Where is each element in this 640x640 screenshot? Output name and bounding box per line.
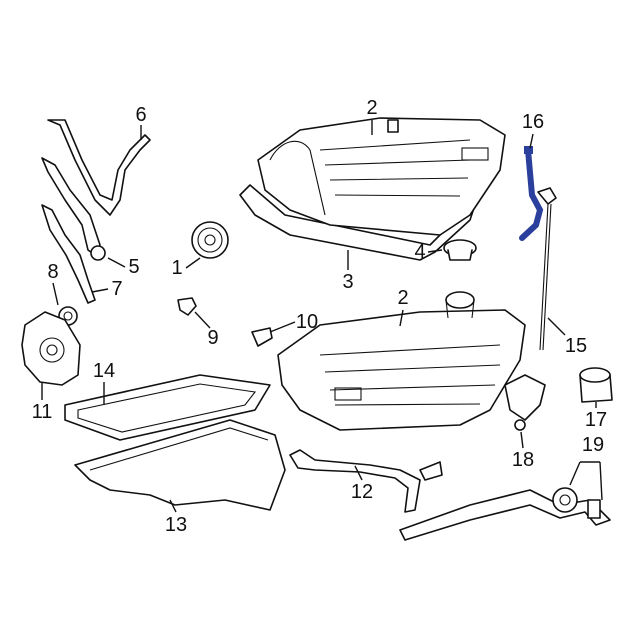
callout-17: 17 bbox=[584, 409, 608, 431]
callout-6: 6 bbox=[135, 104, 147, 126]
part-valve-cover-lower[interactable] bbox=[277, 291, 526, 431]
callout-2-upper: 2 bbox=[366, 97, 378, 119]
part-dipstick[interactable] bbox=[537, 187, 557, 351]
part-oil-cap[interactable] bbox=[443, 239, 477, 261]
callout-7: 7 bbox=[111, 278, 123, 300]
callout-13: 13 bbox=[164, 514, 188, 536]
leader-lines bbox=[41, 120, 603, 513]
callout-1: 1 bbox=[171, 257, 183, 279]
callout-19: 19 bbox=[581, 434, 605, 456]
part-sensor-10[interactable] bbox=[251, 327, 273, 347]
callout-11: 11 bbox=[31, 401, 53, 423]
part-oil-pickup-tube[interactable] bbox=[289, 449, 443, 513]
part-valve-cover-upper[interactable] bbox=[239, 117, 506, 261]
callout-10: 10 bbox=[295, 311, 319, 333]
part-oil-filter-adapter[interactable] bbox=[504, 374, 546, 431]
callout-14: 14 bbox=[92, 360, 116, 382]
part-sensor-9[interactable] bbox=[177, 297, 197, 316]
callout-9: 9 bbox=[207, 327, 219, 349]
callout-16: 16 bbox=[521, 111, 545, 133]
callout-15: 15 bbox=[564, 335, 588, 357]
callout-5: 5 bbox=[128, 256, 140, 278]
part-oil-pan[interactable] bbox=[74, 419, 286, 511]
part-oil-filter[interactable] bbox=[579, 367, 613, 403]
callout-2-lower: 2 bbox=[397, 287, 409, 309]
part-front-cover[interactable] bbox=[21, 311, 81, 386]
part-dipstick-tube-highlighted[interactable] bbox=[519, 146, 544, 241]
callout-12: 12 bbox=[350, 481, 374, 503]
part-oil-cooler-lines[interactable] bbox=[399, 487, 611, 541]
callout-3: 3 bbox=[342, 271, 354, 293]
callout-8: 8 bbox=[47, 261, 59, 283]
part-oil-pan-gasket[interactable] bbox=[64, 374, 271, 441]
part-crank-pulley[interactable] bbox=[191, 221, 229, 259]
part-timing-cover-gasket[interactable] bbox=[41, 119, 151, 304]
callout-18: 18 bbox=[511, 449, 535, 471]
callout-4: 4 bbox=[414, 241, 426, 263]
